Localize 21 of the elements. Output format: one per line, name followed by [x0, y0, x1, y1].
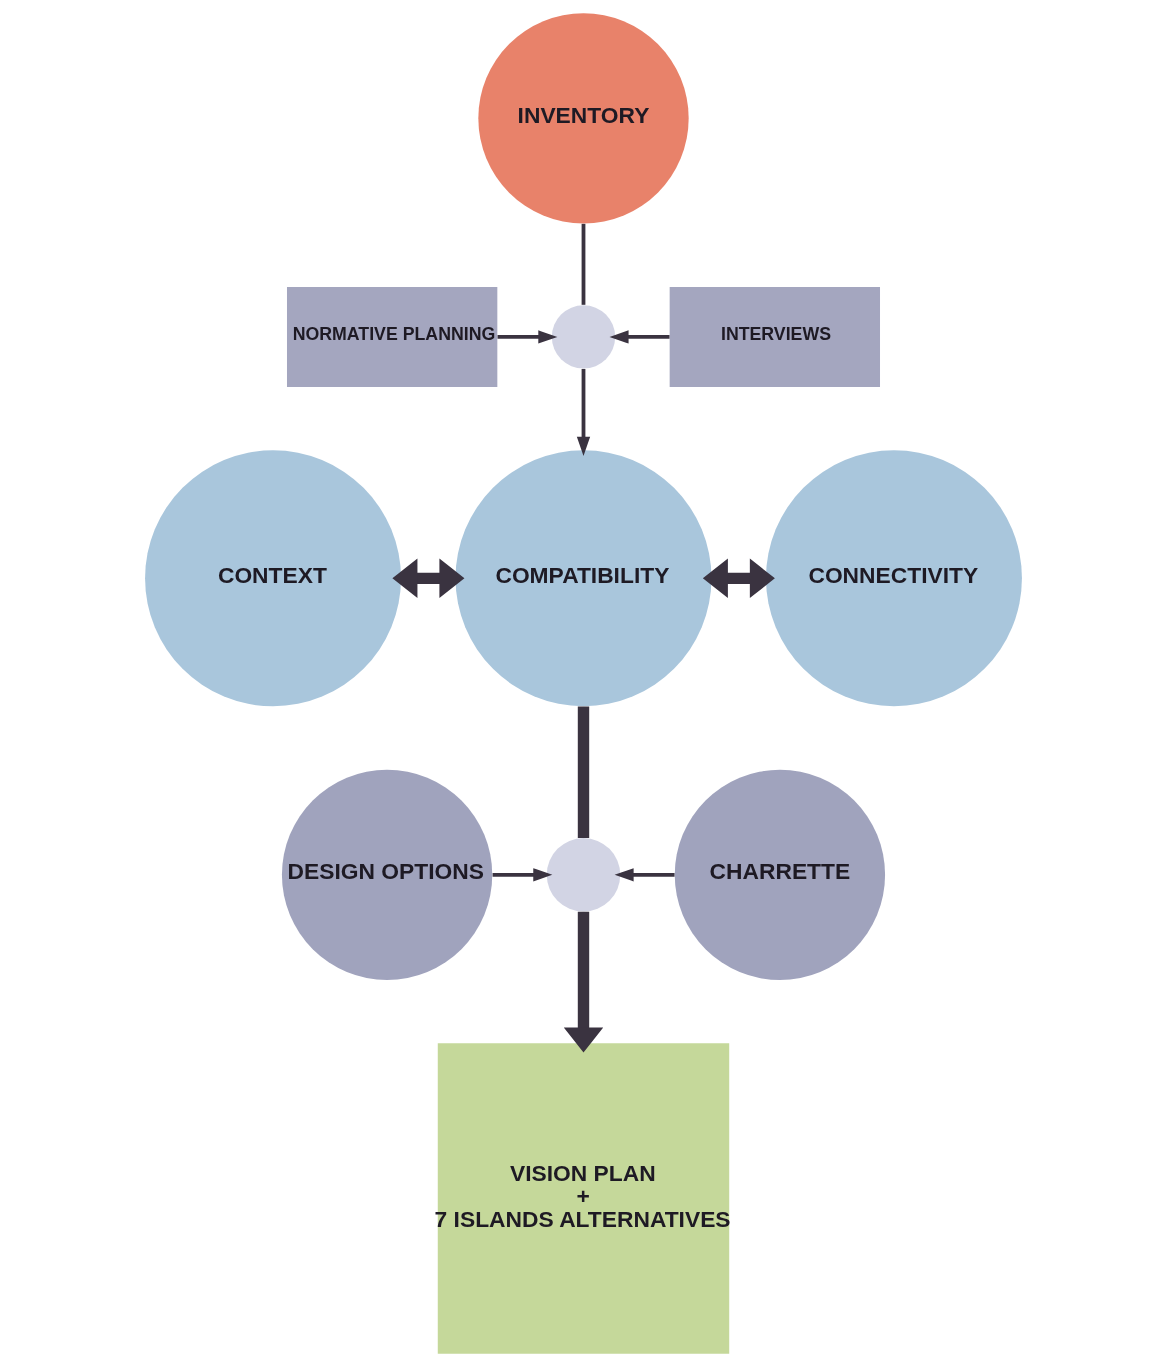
arrow — [576, 368, 590, 456]
node-circle: CONNECTIVITY — [765, 450, 1022, 707]
node-circle: CONTEXT — [144, 450, 401, 707]
node-box: NORMATIVE PLANNING — [286, 286, 497, 387]
arrow — [497, 330, 557, 344]
connector — [581, 223, 585, 305]
connector — [577, 706, 589, 838]
node-circle — [551, 305, 615, 369]
node-box: INTERVIEWS — [669, 286, 880, 387]
node-circle: DESIGN OPTIONS — [281, 769, 492, 980]
arrow — [492, 868, 552, 882]
arrow — [563, 911, 603, 1053]
arrow — [609, 330, 669, 344]
node-circle — [546, 838, 620, 912]
arrow — [702, 558, 775, 599]
arrow — [391, 558, 464, 599]
node-circle: CHARRETTE — [674, 769, 885, 980]
node-circle: COMPATIBILITY — [455, 450, 711, 707]
node-circle: INVENTORY — [477, 13, 689, 224]
arrow — [614, 868, 675, 882]
node-box: VISION PLAN + 7 ISLANDS ALTERNATIVES — [437, 1043, 729, 1354]
